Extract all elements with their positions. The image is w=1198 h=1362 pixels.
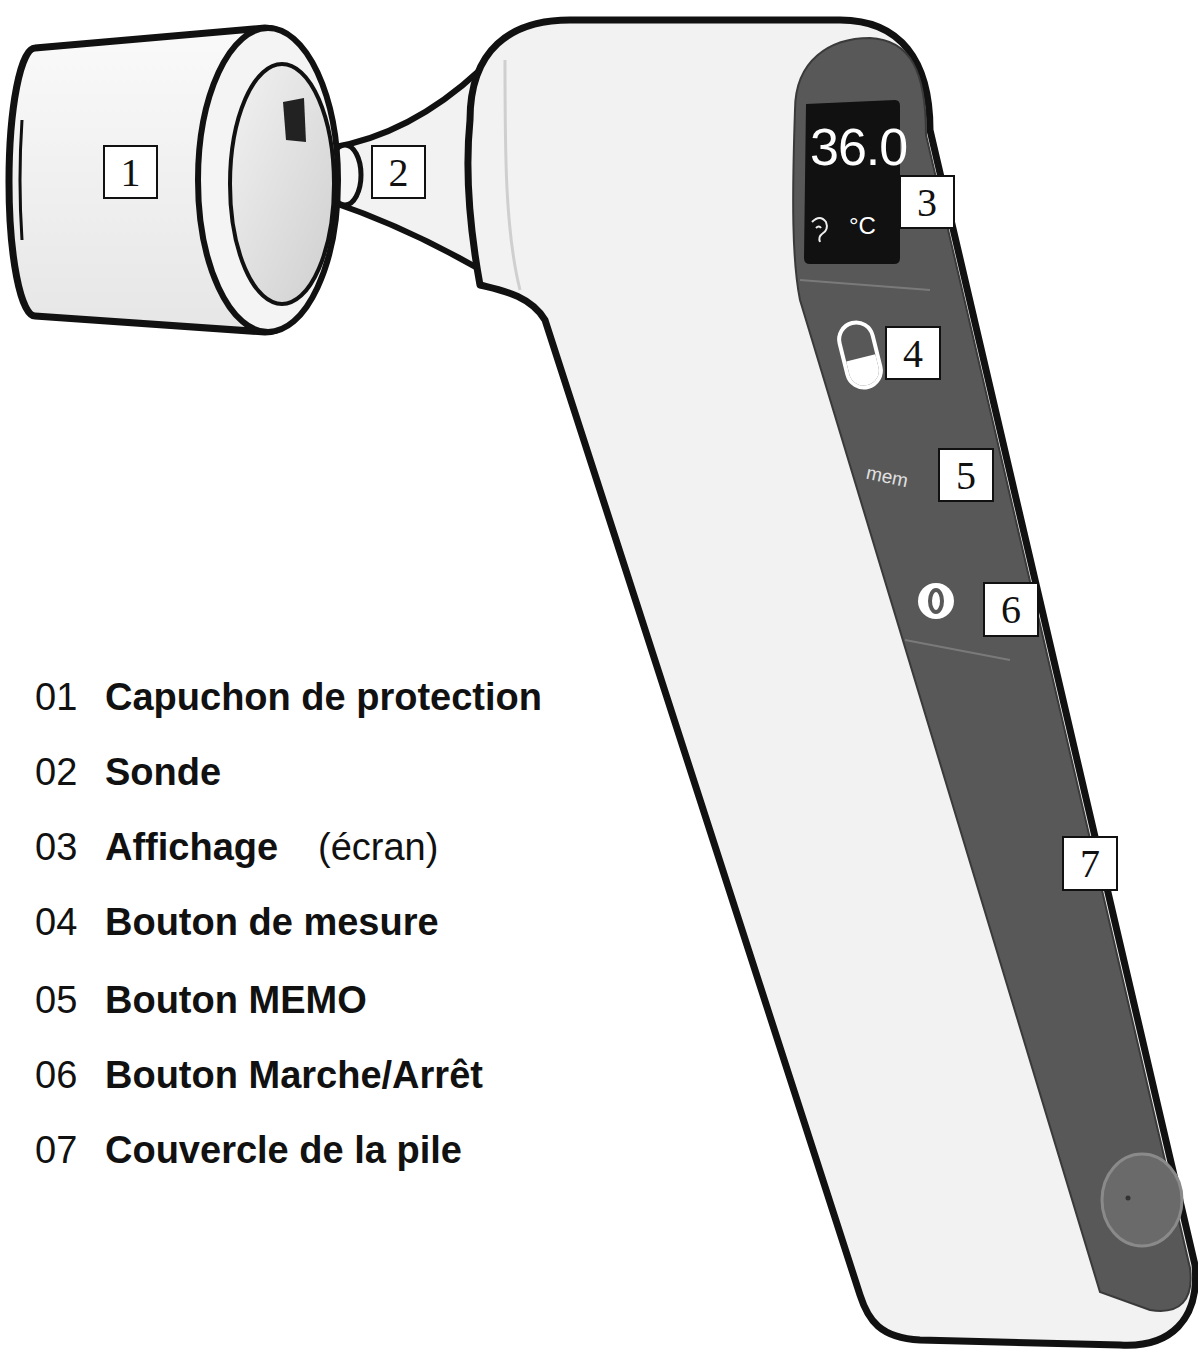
callout-number: 7 bbox=[1080, 840, 1100, 887]
callout-box: 6 bbox=[983, 582, 1039, 637]
cap-opening bbox=[198, 28, 338, 332]
callout-box: 7 bbox=[1062, 836, 1118, 891]
legend-text: Capuchon de protection bbox=[105, 675, 542, 721]
body-shading bbox=[505, 60, 520, 290]
callout-box: 5 bbox=[938, 448, 994, 502]
legend-text: Bouton MEMO bbox=[105, 978, 367, 1024]
callout-number: 1 bbox=[121, 149, 141, 196]
panel-seam bbox=[800, 280, 930, 290]
callout-box: 2 bbox=[371, 145, 426, 199]
legend-text: Bouton Marche/Arrêt bbox=[105, 1053, 483, 1099]
legend-number: 04 bbox=[35, 900, 77, 946]
power-button bbox=[918, 583, 954, 619]
legend-number: 01 bbox=[35, 675, 77, 721]
legend-number: 06 bbox=[35, 1053, 77, 1099]
display-unit: °C bbox=[849, 212, 876, 241]
cap-inner bbox=[230, 64, 334, 304]
button-label: mem bbox=[864, 462, 910, 493]
legend-text: Bouton de mesure bbox=[105, 900, 439, 946]
callout-box: 3 bbox=[899, 175, 955, 229]
protective-cap bbox=[9, 28, 335, 332]
legend-text: Sonde bbox=[105, 750, 221, 796]
callout-number: 6 bbox=[1001, 586, 1021, 633]
battery-cover bbox=[1102, 1154, 1182, 1246]
legend-text: Couvercle de la pile bbox=[105, 1128, 462, 1174]
panel-seam bbox=[905, 640, 1010, 660]
callout-number: 5 bbox=[956, 452, 976, 499]
display-reading: 36.0 bbox=[810, 116, 907, 178]
callout-number: 2 bbox=[389, 149, 409, 196]
legend-number: 03 bbox=[35, 825, 77, 871]
callout-number: 4 bbox=[903, 330, 923, 377]
legend-note: (écran) bbox=[318, 825, 438, 871]
callout-number: 3 bbox=[917, 179, 937, 226]
ear-icon bbox=[812, 218, 827, 242]
thermometer-body bbox=[468, 20, 1196, 1345]
control-panel bbox=[793, 38, 1191, 1311]
cap-rim bbox=[20, 120, 22, 240]
legend-text: Affichage bbox=[105, 825, 278, 871]
callout-box: 4 bbox=[885, 326, 941, 380]
legend-number: 02 bbox=[35, 750, 77, 796]
measure-button bbox=[836, 319, 885, 391]
legend-number: 07 bbox=[35, 1128, 77, 1174]
legend-number: 05 bbox=[35, 978, 77, 1024]
callout-box: 1 bbox=[103, 145, 158, 199]
cap-notch bbox=[283, 98, 306, 142]
battery-cover-screw bbox=[1126, 1196, 1131, 1201]
